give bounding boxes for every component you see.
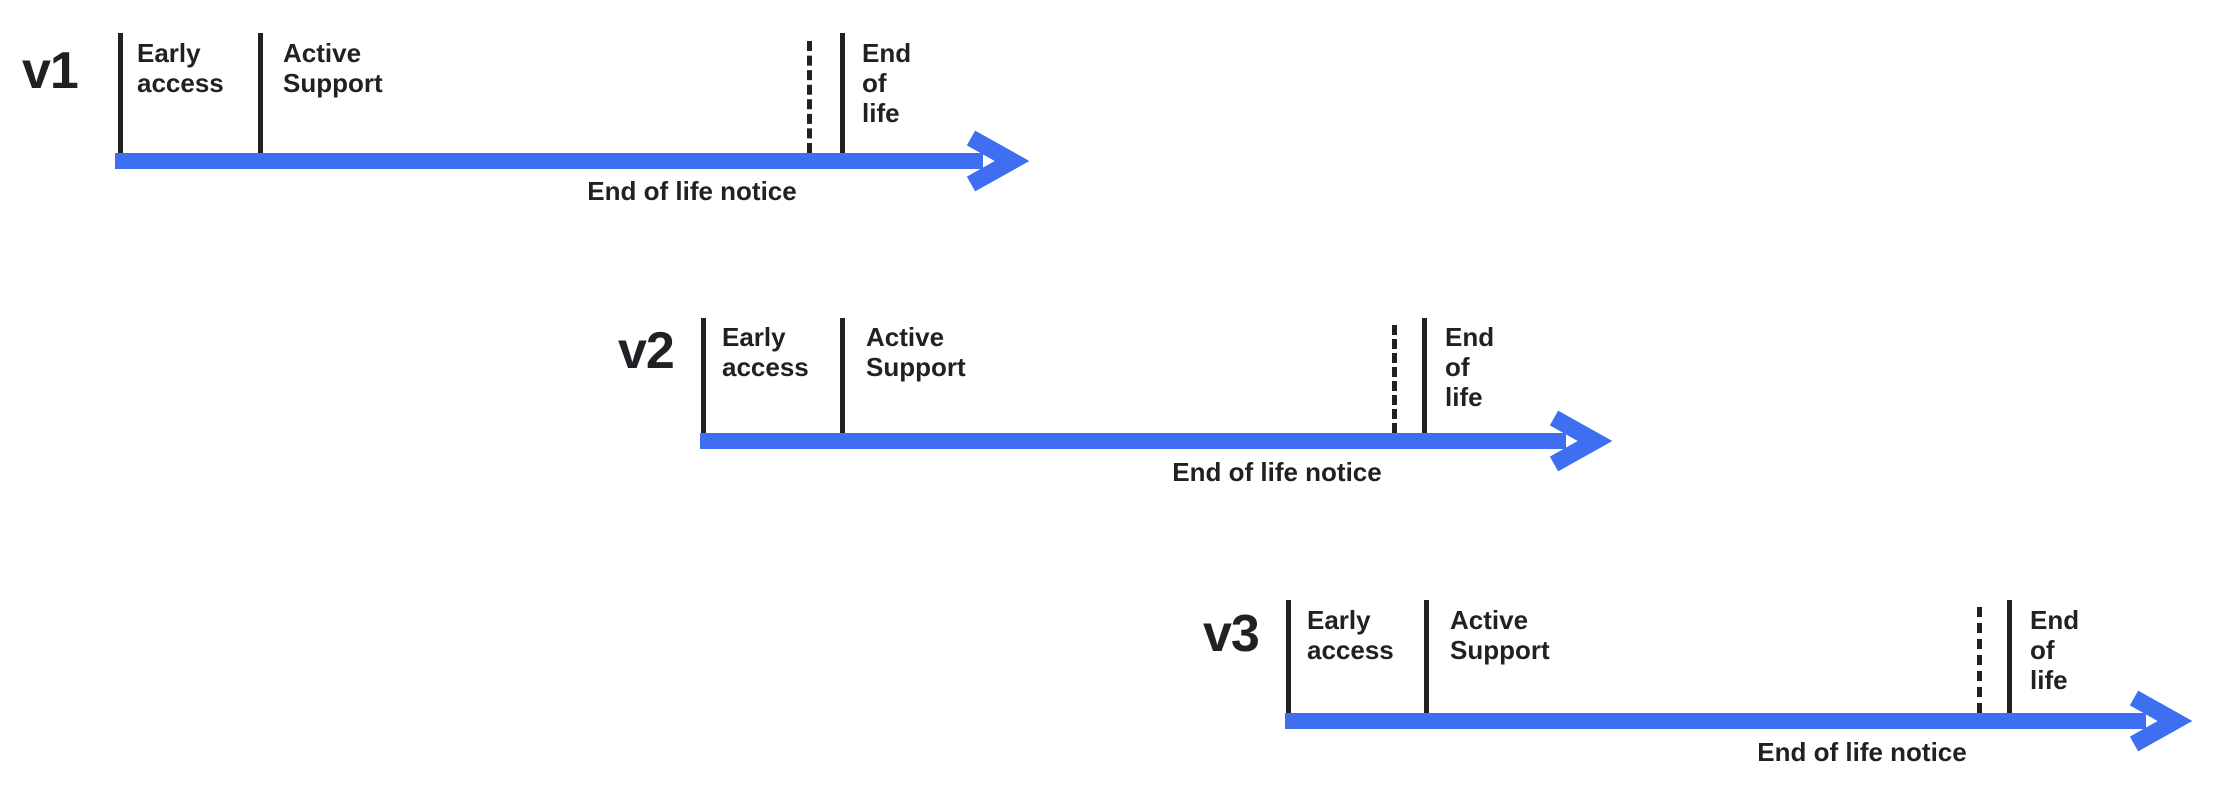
phase-divider-active-support-start-v3 [1424,600,1429,713]
arrow-right-icon-v3 [2129,690,2193,752]
version-label-v3: v3 [1203,605,1260,663]
version-label-v2: v2 [618,322,675,380]
phase-divider-early-access-start-v2 [701,318,706,433]
phase-label-early-access-v3: Early access [1307,605,1394,665]
notice-label-v3: End of life notice [1757,737,1967,767]
phase-label-end-of-life-v2: End of life [1445,322,1495,412]
phase-label-early-access-v1: Early access [137,38,224,98]
version-label-v1: v1 [22,42,79,100]
phase-divider-active-support-start-v2 [840,318,845,433]
phase-divider-early-access-start-v3 [1286,600,1291,713]
lifecycle-bar-v2 [700,433,1566,449]
phase-divider-eol-notice-v2 [1392,325,1397,433]
arrow-right-icon-v2 [1549,410,1613,472]
phase-label-end-of-life-v1: End of life [862,38,912,128]
phase-label-end-of-life-v3: End of life [2030,605,2080,695]
phase-divider-end-of-life-start-v2 [1422,318,1427,433]
lifecycle-bar-v1 [115,153,983,169]
phase-label-active-support-v1: Active Support [283,38,383,98]
phase-divider-eol-notice-v1 [807,41,812,153]
arrow-right-icon-v1 [966,130,1030,192]
phase-divider-eol-notice-v3 [1977,607,1982,713]
notice-label-v2: End of life notice [1172,457,1382,487]
lifecycle-bar-v3 [1285,713,2146,729]
phase-divider-active-support-start-v1 [258,33,263,153]
phase-label-active-support-v2: Active Support [866,322,966,382]
phase-divider-end-of-life-start-v1 [840,33,845,153]
phase-divider-end-of-life-start-v3 [2007,600,2012,713]
phase-label-active-support-v3: Active Support [1450,605,1550,665]
phase-divider-early-access-start-v1 [118,33,123,153]
notice-label-v1: End of life notice [587,176,797,206]
phase-label-early-access-v2: Early access [722,322,809,382]
